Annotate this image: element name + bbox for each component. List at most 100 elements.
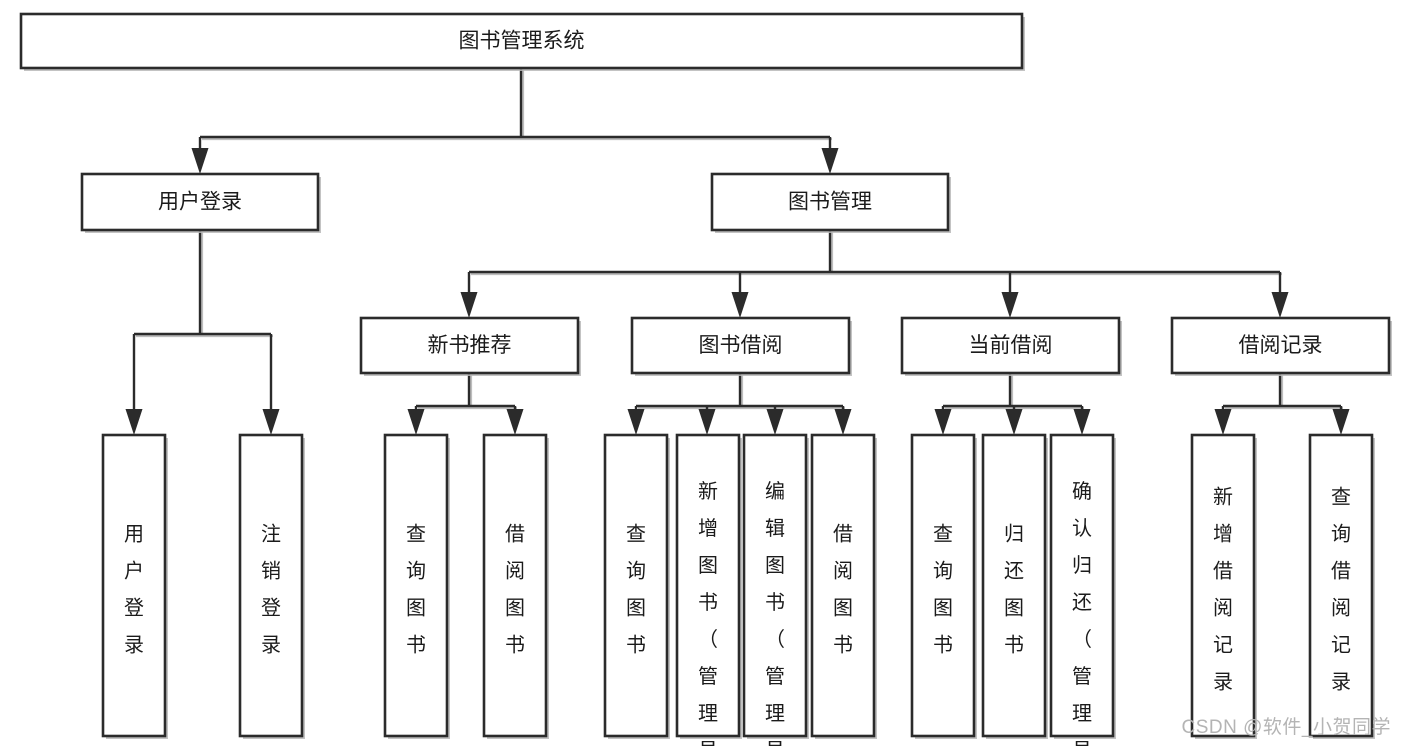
node-label-char: 录 <box>261 634 281 656</box>
node-rect[interactable] <box>630 316 851 375</box>
node-level1-user-login[interactable]: 用户登录 <box>80 172 321 233</box>
node-rect[interactable] <box>710 172 950 232</box>
arrow-head-icon <box>934 409 952 435</box>
node-leaf-leaf-query-book-3[interactable]: 查询图书 <box>910 433 977 739</box>
node-label-char: 销 <box>261 559 281 582</box>
node-rect[interactable] <box>1049 433 1115 738</box>
node-label: 查询图书 <box>626 522 646 656</box>
connector-shadow <box>638 375 845 410</box>
node-rect[interactable] <box>742 433 808 738</box>
arrow-head-icon <box>834 409 852 435</box>
node-leaf-leaf-user-login[interactable]: 用户登录 <box>101 433 168 739</box>
node-leaf-leaf-add-book[interactable]: 新增图书（管理员） <box>675 433 742 747</box>
arrow-head-icon <box>1001 292 1019 318</box>
node-label-char: 还 <box>1004 559 1024 582</box>
connector-root-to-level1 <box>191 68 839 174</box>
node-rect[interactable] <box>19 12 1024 70</box>
node-label-char: （ <box>698 628 718 651</box>
node-label-char: 书 <box>933 633 953 656</box>
node-label-char: 管 <box>698 665 718 688</box>
node-leaf-leaf-return-book[interactable]: 归还图书 <box>981 433 1048 739</box>
node-rect[interactable] <box>1170 316 1391 375</box>
node-leaf-leaf-query-book-1[interactable]: 查询图书 <box>383 433 450 739</box>
connector-new-book-recommend-to-leaves <box>407 373 524 435</box>
node-label-char: 户 <box>124 559 144 582</box>
node-leaf-leaf-query-book-2[interactable]: 查询图书 <box>603 433 670 739</box>
node-label: 借阅图书 <box>505 522 525 656</box>
node-label: 用户登录 <box>124 523 144 656</box>
node-rect[interactable] <box>910 433 976 738</box>
node-rect[interactable] <box>675 433 741 738</box>
node-layer: 图书管理系统用户登录图书管理新书推荐图书借阅当前借阅借阅记录用户登录注销登录查询… <box>19 12 1392 747</box>
node-label-char: 图 <box>626 597 646 619</box>
node-label: 查询图书 <box>933 522 953 656</box>
node-leaf-leaf-edit-book[interactable]: 编辑图书（管理员） <box>742 433 809 747</box>
node-rect[interactable] <box>981 433 1047 738</box>
node-label-char: 确 <box>1072 480 1092 503</box>
node-label-char: 查 <box>626 522 646 545</box>
node-leaf-leaf-borrow-book-2[interactable]: 借阅图书 <box>810 433 877 739</box>
node-label: 新增借阅记录 <box>1213 485 1233 693</box>
node-label: 图书管理系统 <box>459 30 585 53</box>
node-label-char: 录 <box>1213 671 1233 693</box>
node-level2-current-borrow[interactable]: 当前借阅 <box>900 316 1122 376</box>
node-label: 图书借阅 <box>699 334 783 357</box>
node-label: 确认归还（管理员） <box>1072 480 1092 747</box>
node-root-root[interactable]: 图书管理系统 <box>19 12 1025 71</box>
node-label-char: 阅 <box>833 559 853 582</box>
arrow-head-icon <box>766 409 784 435</box>
connector-shadow <box>418 375 517 410</box>
node-rect[interactable] <box>80 172 320 232</box>
node-rect[interactable] <box>1308 433 1374 738</box>
arrow-head-icon <box>698 409 716 435</box>
node-label-char: 图 <box>1004 597 1024 619</box>
node-label-char: 书 <box>1004 633 1024 656</box>
node-label: 注销登录 <box>261 522 281 656</box>
node-label-char: 询 <box>626 559 646 582</box>
node-rect[interactable] <box>359 316 580 375</box>
node-rect[interactable] <box>1190 433 1256 738</box>
node-label-char: 编 <box>765 480 785 503</box>
node-label-char: 员 <box>765 740 785 747</box>
node-label-char: 记 <box>1213 633 1233 656</box>
node-level1-book-manage[interactable]: 图书管理 <box>710 172 951 233</box>
node-leaf-leaf-confirm-return[interactable]: 确认归还（管理员） <box>1049 433 1116 747</box>
node-label: 查询图书 <box>406 522 426 656</box>
node-label-char: 登 <box>261 596 281 619</box>
connector-current-borrow-to-leaves <box>934 373 1091 435</box>
node-rect[interactable] <box>900 316 1121 375</box>
arrow-head-icon <box>262 409 280 435</box>
node-label-char: 书 <box>505 633 525 656</box>
node-label-char: 新 <box>1213 485 1233 508</box>
node-leaf-leaf-query-borrow-record[interactable]: 查询借阅记录 <box>1308 433 1375 739</box>
node-rect[interactable] <box>238 433 304 738</box>
node-label-char: 询 <box>406 559 426 582</box>
node-rect[interactable] <box>101 433 167 738</box>
node-label-char: 书 <box>833 633 853 656</box>
node-label-char: 录 <box>1331 671 1351 693</box>
node-rect[interactable] <box>603 433 669 738</box>
node-label-char: 图 <box>765 555 785 577</box>
node-label-char: 查 <box>406 522 426 545</box>
node-label-char: 图 <box>933 597 953 619</box>
node-label-char: （ <box>765 628 785 651</box>
connector-shadow <box>1225 375 1343 410</box>
node-level2-book-borrow[interactable]: 图书借阅 <box>630 316 852 376</box>
node-level2-new-book-recommend[interactable]: 新书推荐 <box>359 316 581 376</box>
connector-book-manage-to-level2 <box>460 230 1289 318</box>
node-label-char: 员 <box>698 740 718 747</box>
node-leaf-leaf-add-borrow-record[interactable]: 新增借阅记录 <box>1190 433 1257 739</box>
watermark-text: CSDN @软件_小贺同学 <box>1181 717 1391 738</box>
node-rect[interactable] <box>383 433 449 738</box>
node-level2-borrow-record[interactable]: 借阅记录 <box>1170 316 1392 376</box>
node-leaf-leaf-borrow-book-1[interactable]: 借阅图书 <box>482 433 549 739</box>
node-rect[interactable] <box>482 433 548 738</box>
node-leaf-leaf-logout-login[interactable]: 注销登录 <box>238 433 305 739</box>
node-rect[interactable] <box>810 433 876 738</box>
node-label: 当前借阅 <box>969 334 1053 357</box>
connector-shadow <box>945 375 1084 410</box>
node-label-char: 书 <box>626 633 646 656</box>
arrow-head-icon <box>1073 409 1091 435</box>
node-label: 新书推荐 <box>428 334 512 357</box>
node-label-char: 登 <box>124 596 144 619</box>
